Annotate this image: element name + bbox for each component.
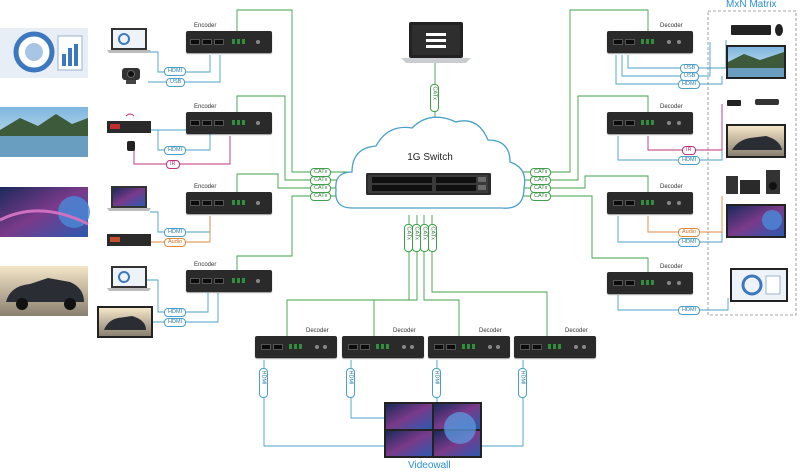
source-image-car [0,266,88,316]
hdmi-tag: HDMI [164,308,187,317]
hdmi-tag: HDMI [678,156,701,165]
display-lake [726,45,786,79]
display-car [726,124,786,158]
encoder-1 [186,31,272,53]
hdmi-tag: HDMI [678,238,701,247]
decoder-wall-2 [342,336,424,358]
decoder-wall-2-label: Decoder [393,328,416,334]
encoder-2-label: Encoder [194,104,217,110]
videowall-label: Videowall [408,460,451,471]
decoder-wall-4 [514,336,596,358]
hdmi-tag: HDMI [678,80,701,89]
ir-receiver-remote [727,99,779,106]
camera-device [122,68,140,84]
laptop-source-1 [107,28,151,53]
encoder-4 [186,270,272,292]
speaker-system [726,170,780,194]
encoder-3 [186,192,272,214]
encoder-1-label: Encoder [194,23,217,29]
decoder-1 [607,31,693,53]
usb-tag: USB [166,78,186,87]
keyboard-mouse [731,24,783,36]
source-image-lake [0,107,88,157]
decoder-2 [607,112,693,134]
network-switch [366,173,491,195]
decoder-wall-1 [255,336,337,358]
hdmi-tag: HDMI [259,368,268,398]
media-player-box [107,113,151,151]
videowall-display [384,402,482,458]
decoder-wall-3 [428,336,510,358]
catx-tag: CATx [428,224,437,252]
switch-label: 1G Switch [407,152,453,163]
decoder-4-label: Decoder [660,264,683,270]
catx-tag: CATx [530,192,552,201]
decoder-1-label: Decoder [660,23,683,29]
decoder-2-label: Decoder [660,104,683,110]
source-image-dashboard [0,28,88,78]
matrix-group-box [707,10,797,316]
display-dashboard [730,268,788,302]
catx-tag: CATx [310,192,332,201]
hdmi-tag: HDMI [164,67,187,76]
display-abstract [726,204,786,238]
laptop-source-4 [107,266,151,291]
encoder-4-label: Encoder [194,262,217,268]
ir-tag: IR [166,160,180,169]
encoder-3-label: Encoder [194,184,217,190]
hdmi-tag: HDMI [164,318,187,327]
encoder-2 [186,112,272,134]
monitor-source-car [97,306,153,338]
decoder-3-label: Decoder [660,184,683,190]
hdmi-tag: HDMI [432,368,441,398]
decoder-wall-1-label: Decoder [306,328,329,334]
ir-tag: IR [682,146,696,155]
hdmi-tag: HDMI [346,368,355,398]
hdmi-tag: HDMI [678,306,701,315]
laptop-source-3 [107,186,151,211]
matrix-label: MxN Matrix [726,0,777,10]
decoder-4 [607,272,693,294]
decoder-wall-3-label: Decoder [479,328,502,334]
hdmi-tag: HDMI [164,146,187,155]
catx-tag: CATx [430,84,439,112]
hdmi-tag: HDMI [518,368,527,398]
hdmi-tag: HDMI [164,228,187,237]
audio-tag: Audio [164,238,187,247]
source-image-abstract [0,187,90,237]
decoder-wall-4-label: Decoder [565,328,588,334]
laptop-controller [401,22,471,63]
decoder-3 [607,192,693,214]
audio-source-box [107,234,151,246]
audio-tag: Audio [678,228,701,237]
